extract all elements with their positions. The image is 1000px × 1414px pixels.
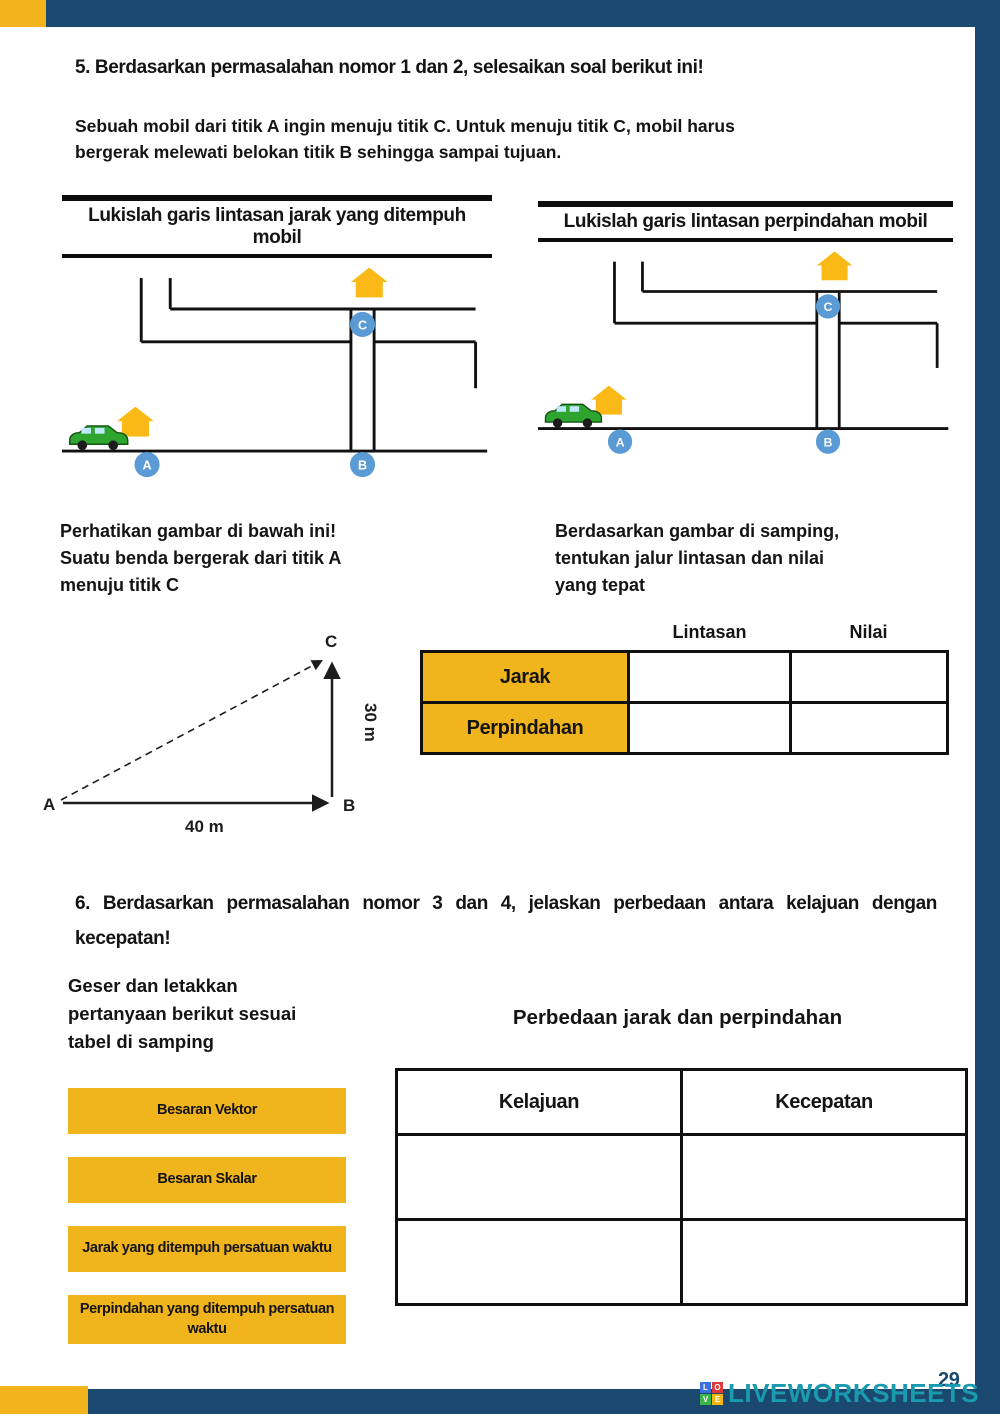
cell-jarak-nilai[interactable] bbox=[789, 650, 949, 704]
prompt-line: Berdasarkan gambar di samping, bbox=[555, 521, 840, 541]
drag-item-besaran-skalar[interactable]: Besaran Skalar bbox=[68, 1157, 346, 1203]
prompt-line: tentukan jalur lintasan dan nilai bbox=[555, 548, 825, 568]
displacement-panel-title: Lukislah garis lintasan perpindahan mobi… bbox=[538, 201, 953, 242]
question5-intro: Sebuah mobil dari titik A ingin menuju t… bbox=[75, 113, 955, 166]
triangle-c-label: C bbox=[325, 632, 337, 651]
kelajuan-kecepatan-table: Kelajuan Kecepatan bbox=[395, 1068, 968, 1306]
table-row: Kelajuan Kecepatan bbox=[395, 1068, 968, 1136]
displacement-panel: Lukislah garis lintasan perpindahan mobi… bbox=[538, 201, 953, 474]
prompt-line: pertanyaan berikut sesuai bbox=[68, 1002, 297, 1024]
cell-perpindahan-lintasan[interactable] bbox=[627, 701, 792, 755]
prompt-line: Suatu benda bergerak dari titik A bbox=[60, 548, 342, 568]
prompt-line: tabel di samping bbox=[68, 1030, 214, 1052]
cell-jarak-lintasan[interactable] bbox=[627, 650, 792, 704]
top-bar bbox=[0, 0, 1000, 27]
drag-item-perpindahan-persatuan-waktu[interactable]: Perpindahan yang ditempuh persatuan wakt… bbox=[68, 1295, 346, 1345]
table-row: Perpindahan bbox=[420, 701, 949, 755]
observe-prompt-right: Berdasarkan gambar di samping, tentukan … bbox=[555, 518, 955, 599]
distance-panel: Lukislah garis lintasan jarak yang ditem… bbox=[62, 195, 492, 498]
observe-prompt-left: Perhatikan gambar di bawah ini! Suatu be… bbox=[60, 518, 440, 599]
drop-cell-kecepatan-2[interactable] bbox=[680, 1218, 968, 1306]
triangle-b-label: B bbox=[343, 796, 355, 815]
right-edge-strip bbox=[975, 0, 1000, 1414]
logo-letter: O bbox=[712, 1382, 723, 1393]
displacement-map-canvas[interactable] bbox=[538, 247, 953, 474]
liveworksheets-brand: L O V E LIVEWORKSHEETS bbox=[700, 1378, 979, 1409]
drag-item-list: Besaran Vektor Besaran Skalar Jarak yang… bbox=[68, 1088, 346, 1345]
bottom-bar bbox=[88, 1389, 1000, 1414]
distance-panel-title: Lukislah garis lintasan jarak yang ditem… bbox=[62, 195, 492, 258]
top-left-accent bbox=[0, 0, 46, 27]
cell-perpindahan-nilai[interactable] bbox=[789, 701, 949, 755]
table-row bbox=[395, 1133, 968, 1221]
row-label-perpindahan: Perpindahan bbox=[420, 701, 630, 755]
prompt-line: Geser dan letakkan bbox=[68, 975, 238, 996]
question6-heading: 6. Berdasarkan permasalahan nomor 3 dan … bbox=[75, 886, 937, 956]
bottom-left-accent bbox=[0, 1386, 88, 1414]
intro-line: bergerak melewati belokan titik B sehing… bbox=[75, 142, 562, 163]
drag-item-jarak-persatuan-waktu[interactable]: Jarak yang ditempuh persatuan waktu bbox=[68, 1226, 346, 1272]
distance-map-canvas[interactable] bbox=[62, 263, 492, 498]
drop-cell-kelajuan-2[interactable] bbox=[395, 1218, 683, 1306]
header-kecepatan: Kecepatan bbox=[680, 1068, 968, 1136]
header-kelajuan: Kelajuan bbox=[395, 1068, 683, 1136]
page-number: 29 bbox=[938, 1369, 960, 1391]
prompt-line: menuju titik C bbox=[60, 575, 180, 595]
table-row: Jarak bbox=[420, 650, 949, 704]
triangle-a-label: A bbox=[43, 795, 55, 814]
comparison-table-title: Perbedaan jarak dan perpindahan bbox=[512, 1006, 843, 1029]
row-label-jarak: Jarak bbox=[420, 650, 630, 704]
brand-text: LIVEWORKSHEETS bbox=[728, 1378, 980, 1408]
triangle-diagram: A B C 40 m 30 m bbox=[43, 632, 380, 836]
heading-line: kecepatan! bbox=[75, 928, 171, 950]
drag-item-besaran-vektor[interactable]: Besaran Vektor bbox=[68, 1088, 346, 1134]
liveworksheets-logo-icon: L O V E bbox=[700, 1382, 723, 1405]
jarak-perpindahan-table: Jarak Perpindahan bbox=[420, 650, 949, 755]
drop-cell-kelajuan-1[interactable] bbox=[395, 1133, 683, 1221]
heading-line: 6. Berdasarkan permasalahan nomor 3 dan … bbox=[75, 893, 937, 914]
intro-line: Sebuah mobil dari titik A ingin menuju t… bbox=[75, 116, 735, 136]
height-length-label: 30 m bbox=[361, 703, 380, 742]
drop-cell-kecepatan-1[interactable] bbox=[680, 1133, 968, 1221]
question5-heading: 5. Berdasarkan permasalahan nomor 1 dan … bbox=[75, 57, 704, 78]
prompt-line: Perhatikan gambar di bawah ini! bbox=[60, 521, 337, 541]
hypotenuse-dashed bbox=[60, 659, 323, 801]
prompt-line: yang tepat bbox=[555, 575, 646, 595]
logo-letter: V bbox=[700, 1394, 711, 1405]
logo-letter: E bbox=[712, 1394, 723, 1405]
base-length-label: 40 m bbox=[185, 817, 224, 836]
drag-instructions: Geser dan letakkan pertanyaan berikut se… bbox=[68, 972, 398, 1055]
table-row bbox=[395, 1218, 968, 1306]
table1-header-lintasan: Lintasan bbox=[672, 622, 747, 642]
table1-header-nilai: Nilai bbox=[849, 622, 888, 642]
logo-letter: L bbox=[700, 1382, 711, 1393]
